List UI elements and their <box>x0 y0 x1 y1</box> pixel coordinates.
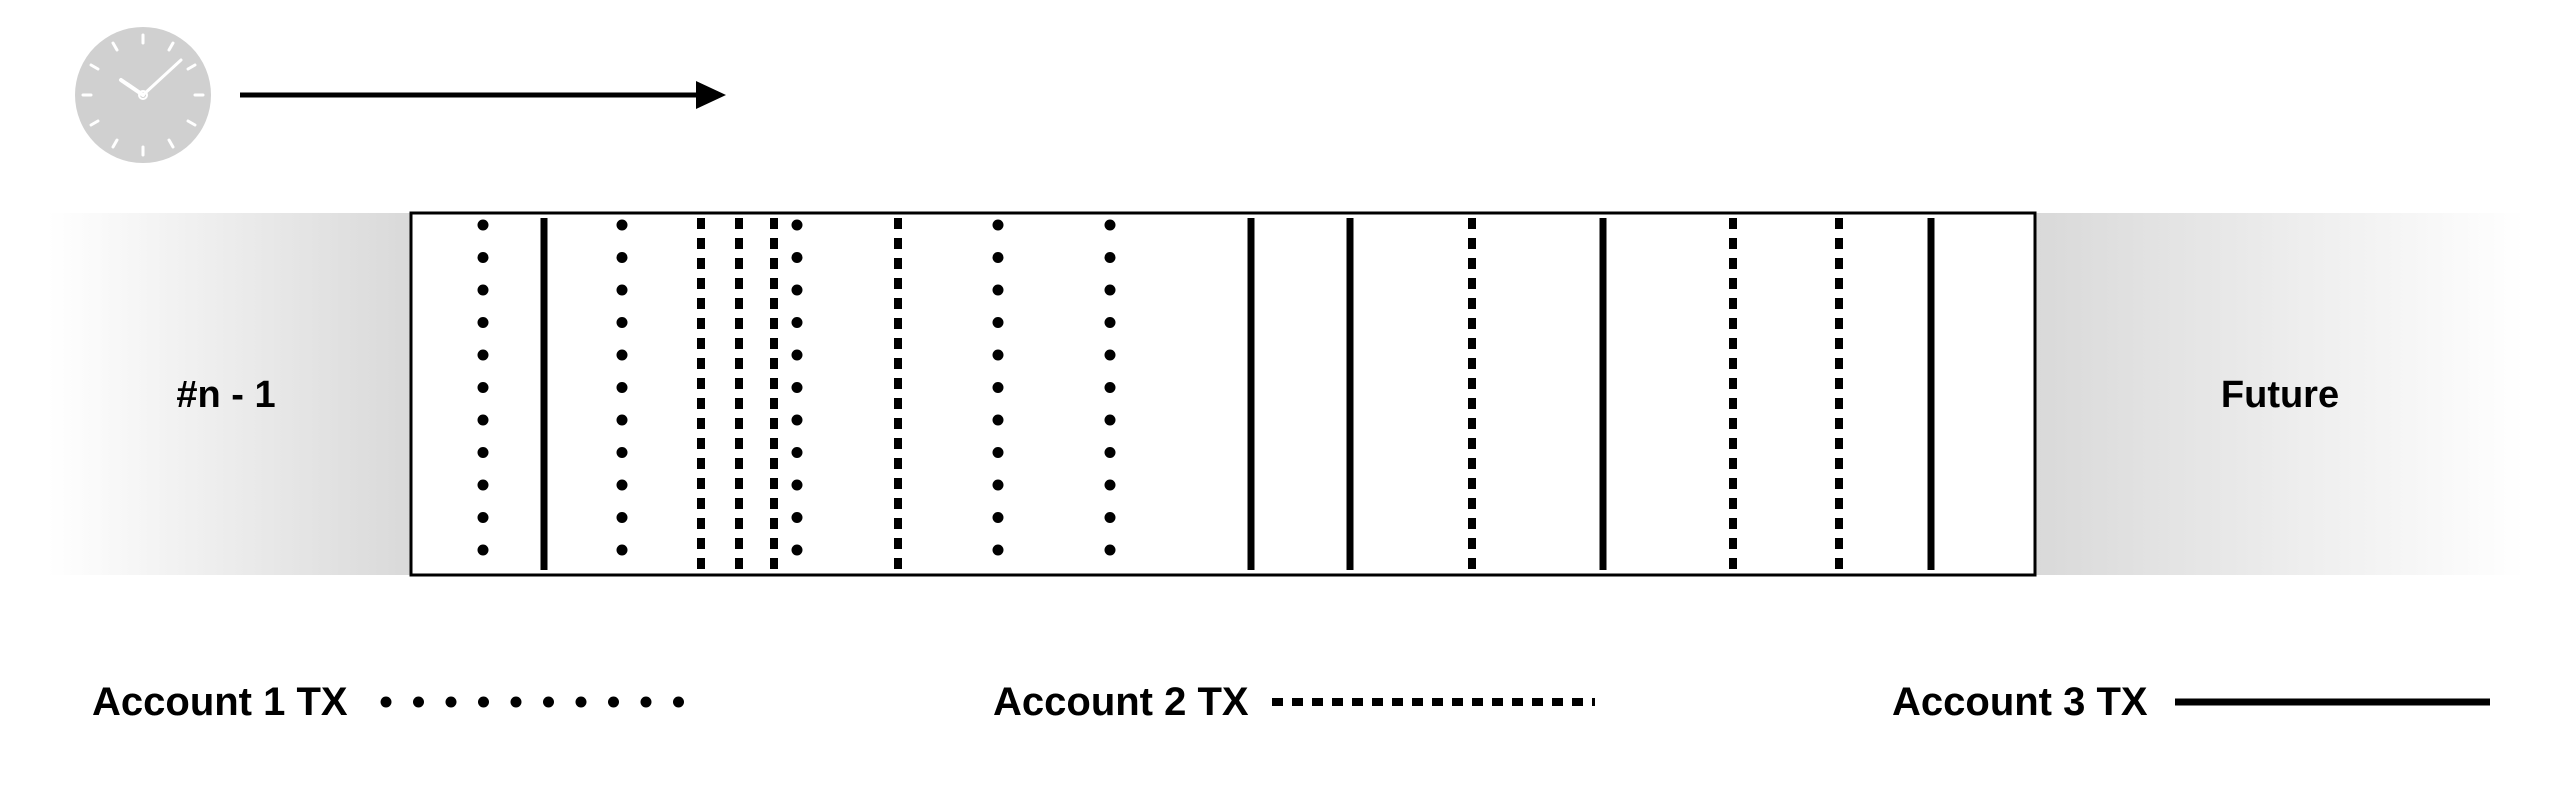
legend-label-account-2: Account 2 TX <box>993 680 1249 724</box>
future-block: Future <box>2035 213 2525 575</box>
legend-item-account-1: Account 1 TX <box>92 680 696 724</box>
legend-label-account-3: Account 3 TX <box>1892 680 2148 724</box>
legend-item-account-2: Account 2 TX <box>993 680 1595 724</box>
previous-block-label: #n - 1 <box>176 374 275 416</box>
future-block-label: Future <box>2221 374 2339 416</box>
transaction-lines <box>477 218 1935 570</box>
clock-icon <box>75 27 211 163</box>
arrow-right-icon <box>240 81 726 109</box>
legend-item-account-3: Account 3 TX <box>1892 680 2490 724</box>
previous-block: #n - 1 <box>48 213 411 575</box>
legend: Account 1 TX Account 2 TX Account 3 TX <box>92 680 2490 724</box>
legend-label-account-1: Account 1 TX <box>92 680 348 724</box>
current-block <box>409 211 2037 577</box>
